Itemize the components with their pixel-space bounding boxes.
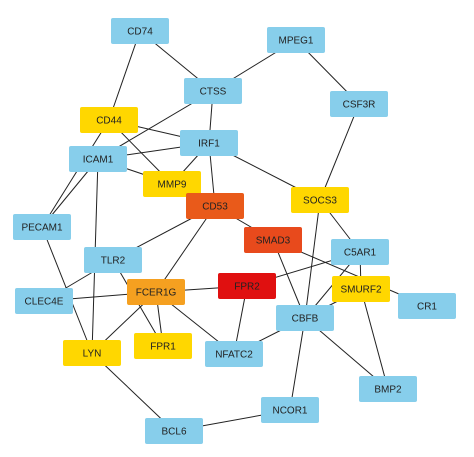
node-label: SOCS3 (303, 196, 337, 207)
node-box (330, 91, 388, 117)
node-box (143, 171, 201, 197)
node-box (398, 293, 456, 319)
node-cd44[interactable]: CD44 (80, 107, 138, 133)
node-lyn[interactable]: LYN (63, 340, 121, 366)
node-cd74[interactable]: CD74 (111, 18, 169, 44)
node-box (186, 193, 244, 219)
node-label: SMAD3 (256, 236, 291, 247)
edge-cbfb-ncor1 (289, 317, 306, 411)
node-mmp9[interactable]: MMP9 (143, 171, 201, 197)
node-box (69, 146, 127, 172)
node-box (276, 305, 334, 331)
node-cr1[interactable]: CR1 (398, 293, 456, 319)
node-box (63, 340, 121, 366)
edge-cd53-fcer1g (155, 205, 216, 293)
node-box (127, 279, 185, 305)
node-box (359, 376, 417, 402)
node-fpr2[interactable]: FPR2 (218, 273, 276, 299)
node-box (331, 239, 389, 265)
node-label: CLEC4E (25, 297, 64, 308)
node-label: FCER1G (136, 288, 177, 299)
node-label: ICAM1 (83, 155, 114, 166)
node-mpeg1[interactable]: MPEG1 (267, 27, 325, 53)
node-box (267, 27, 325, 53)
node-label: SMURF2 (340, 285, 382, 296)
node-box (332, 276, 390, 302)
node-tlr2[interactable]: TLR2 (84, 247, 142, 273)
edge-cd44-pecam1 (41, 119, 110, 228)
node-icam1[interactable]: ICAM1 (69, 146, 127, 172)
node-label: PECAM1 (21, 223, 63, 234)
node-bcl6[interactable]: BCL6 (145, 418, 203, 444)
node-label: FPR1 (150, 342, 176, 353)
node-label: TLR2 (101, 256, 126, 267)
node-label: CD74 (127, 27, 153, 38)
node-bmp2[interactable]: BMP2 (359, 376, 417, 402)
node-fcer1g[interactable]: FCER1G (127, 279, 185, 305)
node-socs3[interactable]: SOCS3 (291, 187, 349, 213)
node-label: MMP9 (158, 180, 187, 191)
node-label: LYN (83, 349, 102, 360)
node-box (291, 187, 349, 213)
node-box (218, 273, 276, 299)
node-box (180, 130, 238, 156)
node-label: CSF3R (343, 100, 376, 111)
node-c5ar1[interactable]: C5AR1 (331, 239, 389, 265)
node-label: IRF1 (198, 139, 220, 150)
node-fpr1[interactable]: FPR1 (134, 333, 192, 359)
node-csf3r[interactable]: CSF3R (330, 91, 388, 117)
edge-socs3-cbfb (304, 199, 321, 319)
node-box (84, 247, 142, 273)
node-smurf2[interactable]: SMURF2 (332, 276, 390, 302)
node-box (80, 107, 138, 133)
node-box (145, 418, 203, 444)
node-label: CR1 (417, 302, 437, 313)
node-box (15, 288, 73, 314)
node-label: BMP2 (374, 385, 402, 396)
node-box (13, 214, 71, 240)
edge-cd74-cd44 (108, 30, 141, 121)
node-box (205, 341, 263, 367)
node-pecam1[interactable]: PECAM1 (13, 214, 71, 240)
node-cd53[interactable]: CD53 (186, 193, 244, 219)
node-label: BCL6 (161, 427, 186, 438)
node-ncor1[interactable]: NCOR1 (261, 397, 319, 423)
node-smad3[interactable]: SMAD3 (244, 227, 302, 253)
edge-csf3r-socs3 (319, 103, 360, 201)
node-label: C5AR1 (344, 248, 377, 259)
node-label: CD53 (202, 202, 228, 213)
node-label: CD44 (96, 116, 122, 127)
node-box (244, 227, 302, 253)
node-label: CTSS (200, 87, 227, 98)
node-label: CBFB (292, 314, 319, 325)
node-box (261, 397, 319, 423)
node-box (184, 78, 242, 104)
node-label: NCOR1 (272, 406, 307, 417)
node-ctss[interactable]: CTSS (184, 78, 242, 104)
node-nfatc2[interactable]: NFATC2 (205, 341, 263, 367)
node-label: FPR2 (234, 282, 260, 293)
node-box (134, 333, 192, 359)
node-label: NFATC2 (215, 350, 253, 361)
node-box (111, 18, 169, 44)
edge-smurf2-bmp2 (360, 288, 389, 390)
node-clec4e[interactable]: CLEC4E (15, 288, 73, 314)
node-irf1[interactable]: IRF1 (180, 130, 238, 156)
node-cbfb[interactable]: CBFB (276, 305, 334, 331)
node-label: MPEG1 (278, 36, 313, 47)
